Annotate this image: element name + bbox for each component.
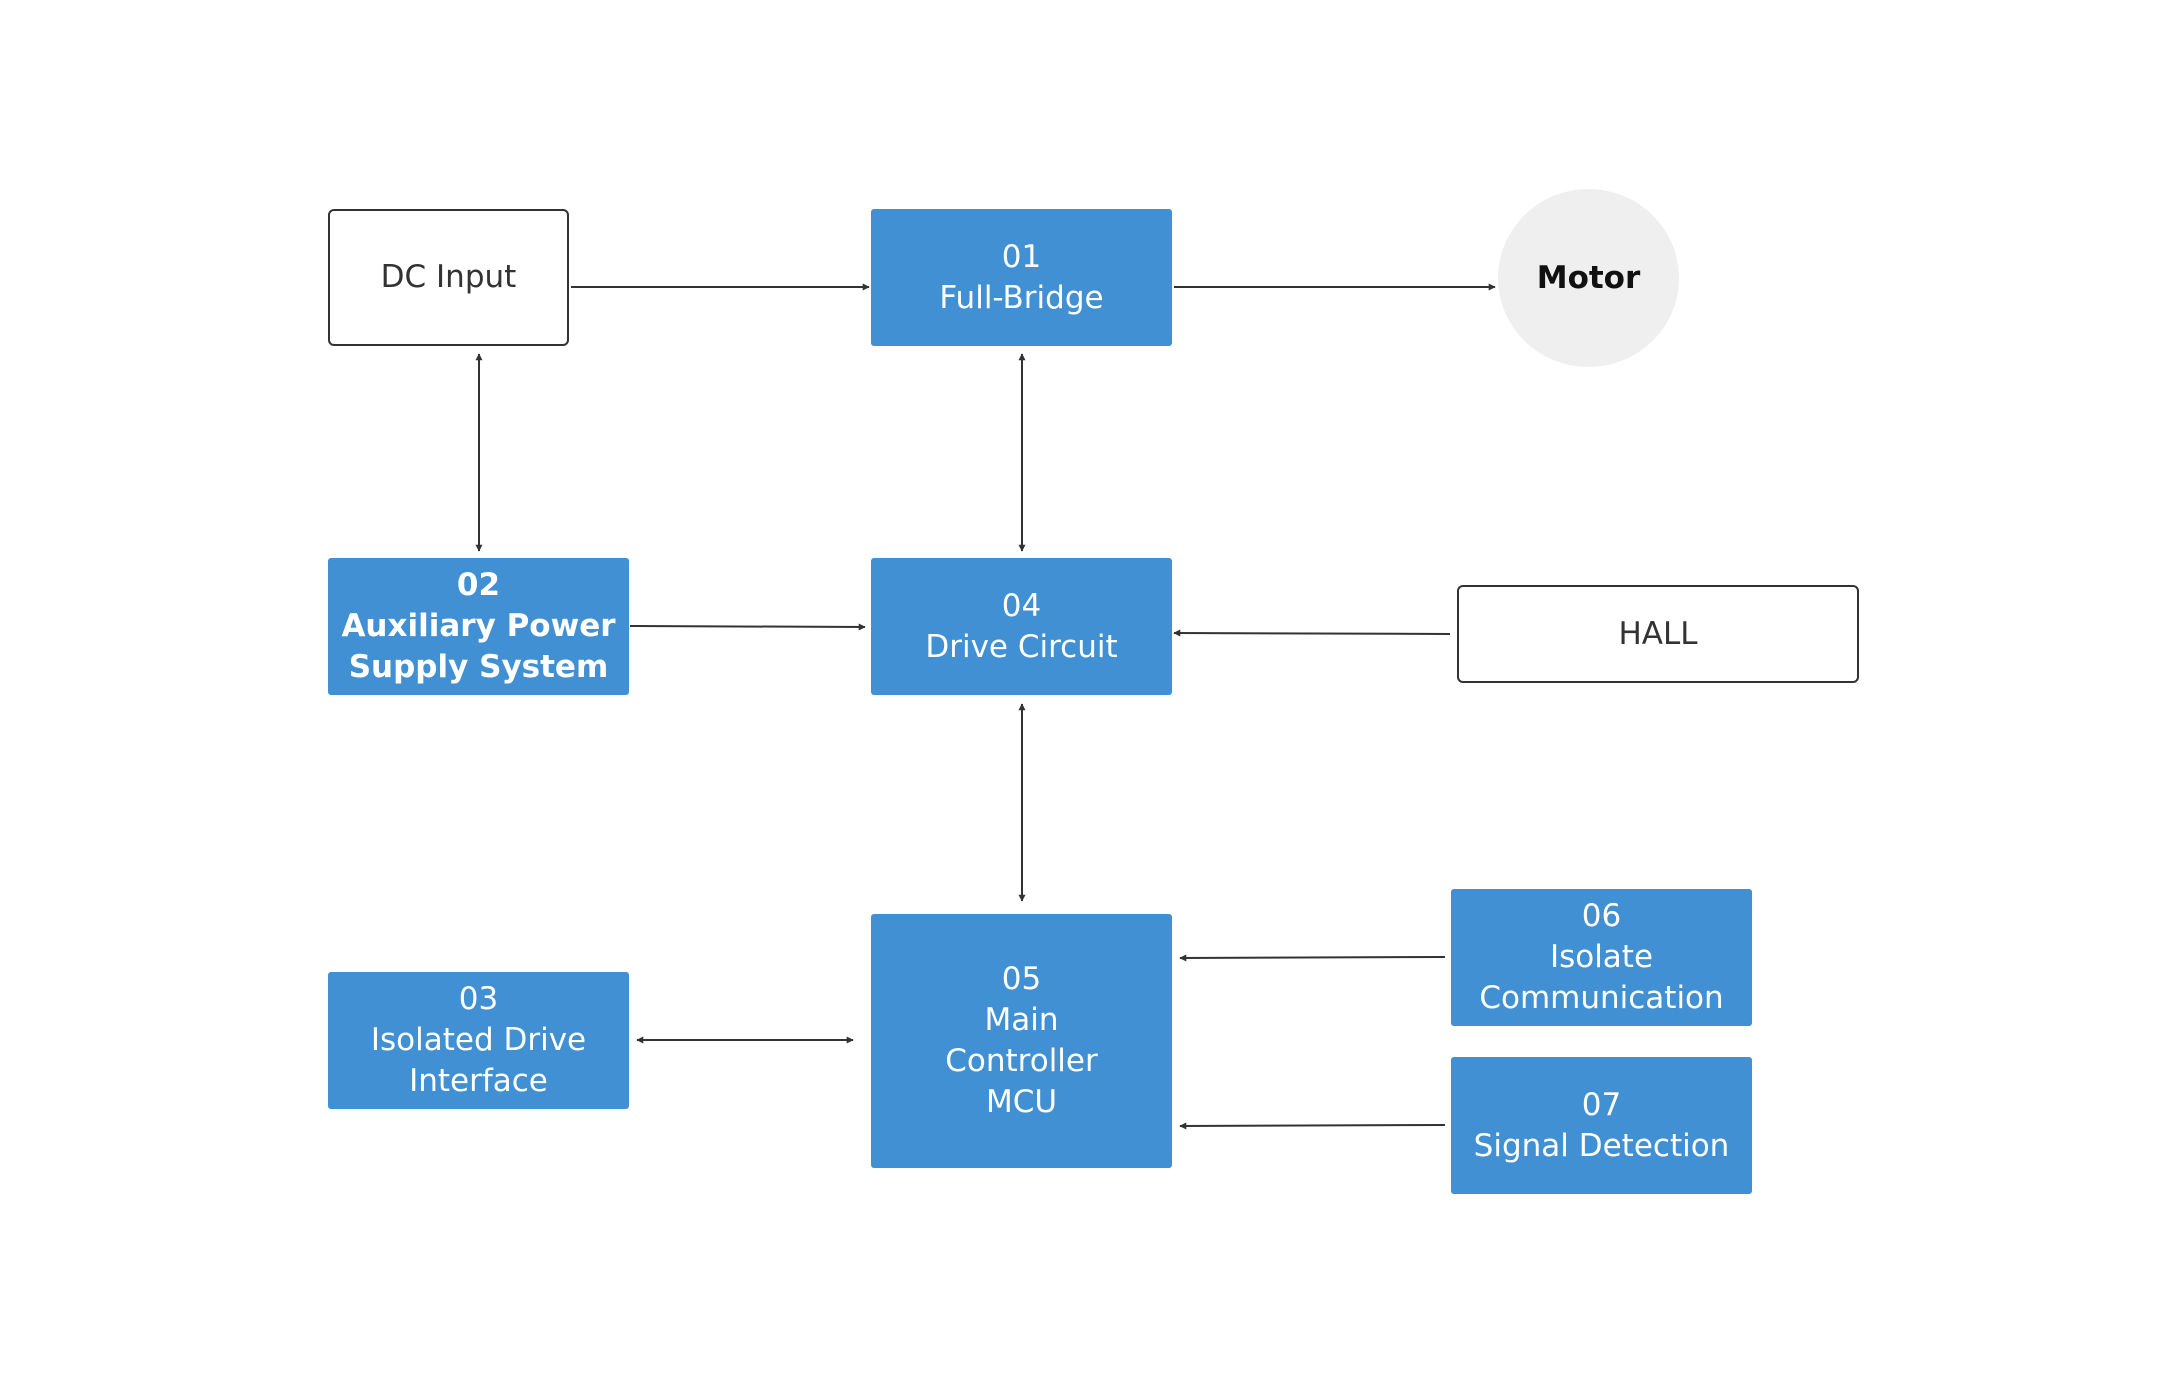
main-controller-label-2: Controller [945, 1043, 1098, 1079]
aux-power-node: 02 Auxiliary Power Supply System [328, 558, 629, 695]
signal-detection-number: 07 [1581, 1086, 1622, 1123]
isolate-comm-number: 06 [1581, 898, 1622, 934]
hall-node: HALL [1457, 585, 1859, 683]
main-controller-label-3: MCU [985, 1084, 1058, 1120]
main-controller-number: 05 [1001, 961, 1042, 997]
arrow-aux-to-drive [629, 623, 866, 631]
isolated-drive-node: 03 Isolated Drive Interface [328, 972, 629, 1109]
motor-label: Motor [1536, 259, 1641, 296]
aux-power-number: 02 [456, 567, 501, 603]
full-bridge-node: 01 Full-Bridge [871, 209, 1172, 346]
isolate-comm-node: 06 Isolate Communication [1451, 889, 1752, 1026]
full-bridge-label: Full-Bridge [939, 279, 1104, 316]
isolated-drive-label-2: Interface [409, 1063, 548, 1099]
hall-label: HALL [1618, 615, 1698, 652]
arrow-hall-to-drive [1173, 629, 1451, 637]
drive-circuit-number: 04 [1001, 587, 1042, 624]
main-controller-node: 05 Main Controller MCU [871, 914, 1172, 1168]
signal-detection-label: Signal Detection [1473, 1127, 1730, 1164]
drive-circuit-node: 04 Drive Circuit [871, 558, 1172, 695]
aux-power-label-1: Auxiliary Power [341, 608, 616, 644]
arrow-comm-to-main [1179, 954, 1446, 962]
arrow-signal-to-main [1179, 1122, 1446, 1130]
aux-power-label-2: Supply System [348, 649, 609, 685]
full-bridge-number: 01 [1001, 238, 1042, 275]
main-controller-label-1: Main [984, 1002, 1059, 1038]
isolate-comm-label-2: Communication [1479, 980, 1724, 1016]
isolated-drive-number: 03 [458, 981, 499, 1017]
signal-detection-node: 07 Signal Detection [1451, 1057, 1752, 1194]
drive-circuit-label: Drive Circuit [925, 628, 1118, 665]
dc-input-node: DC Input [328, 209, 569, 346]
dc-input-label: DC Input [380, 259, 517, 295]
motor-node: Motor [1498, 189, 1679, 367]
isolated-drive-label-1: Isolated Drive [370, 1022, 587, 1058]
isolate-comm-label-1: Isolate [1549, 939, 1654, 975]
